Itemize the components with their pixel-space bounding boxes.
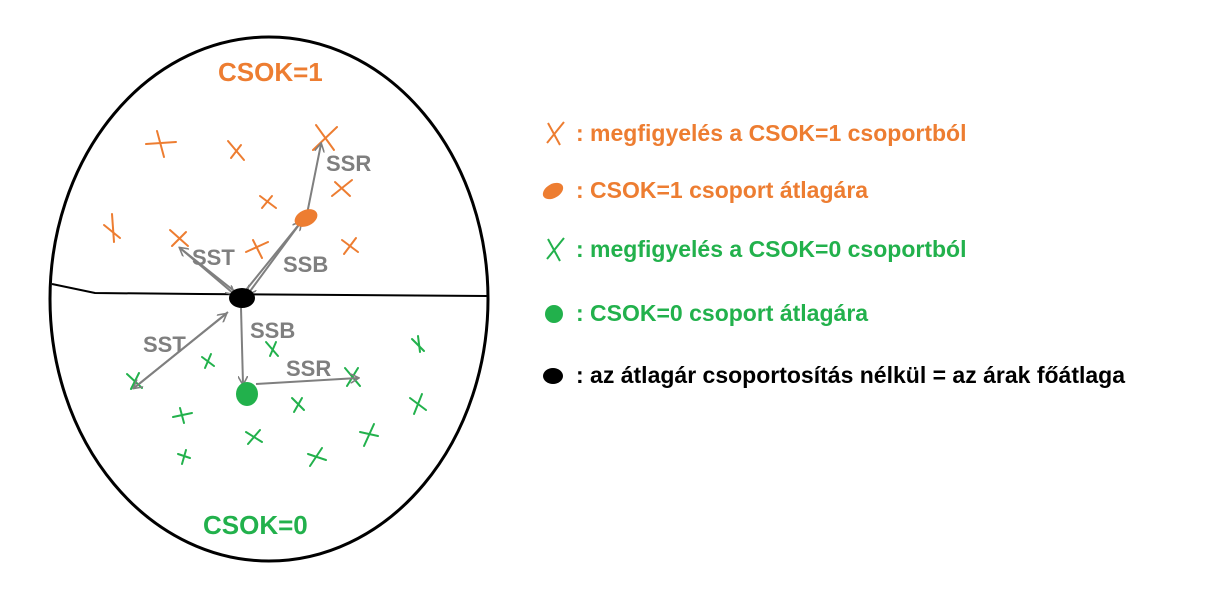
csok0-observations xyxy=(126,335,427,467)
green-cross-icon xyxy=(344,367,361,387)
sst-top-return xyxy=(179,247,234,294)
black-blob-icon xyxy=(229,288,255,308)
legend-item-csok0-observation: : megfigyelés a CSOK=0 csoportból xyxy=(540,234,966,264)
csok0-mean xyxy=(236,382,258,406)
sst-bottom-label: SST xyxy=(143,332,186,357)
orange-cross-icon xyxy=(245,239,269,259)
group-top-label: CSOK=1 xyxy=(218,57,323,87)
group-divider-line xyxy=(51,283,488,297)
legend-label: : az átlagár csoportosítás nélkül = az á… xyxy=(576,361,1126,388)
orange-cross-icon xyxy=(331,179,353,197)
grand-mean xyxy=(229,288,255,308)
ssr-bottom-label: SSR xyxy=(286,356,331,381)
green-cross-icon xyxy=(245,429,263,445)
orange-blob-icon xyxy=(294,209,318,227)
legend-item-csok0-mean: : CSOK=0 csoport átlagára xyxy=(540,298,868,328)
ssr-top-arrow xyxy=(306,144,321,215)
green-cross-icon xyxy=(411,335,425,353)
legend-item-csok1-mean: : CSOK=1 csoport átlagára xyxy=(540,175,868,205)
legend-label: : megfigyelés a CSOK=1 csoportból xyxy=(576,119,967,146)
green-cross-icon xyxy=(177,449,191,465)
group-bottom-label: CSOK=0 xyxy=(203,510,308,540)
green-cross-icon xyxy=(291,397,305,413)
mean-back-arrow xyxy=(248,221,302,294)
green-cross-icon xyxy=(546,237,565,262)
ssb-top-label: SSB xyxy=(283,252,328,277)
orange-cross-icon xyxy=(103,213,121,243)
orange-blob-icon xyxy=(542,182,564,200)
ssr-top-label: SSR xyxy=(326,151,371,176)
legend-label: : CSOK=0 csoport átlagára xyxy=(576,299,869,326)
legend-item-csok1-observation: : megfigyelés a CSOK=1 csoportból xyxy=(540,118,966,148)
legend-item-grand-mean: : az átlagár csoportosítás nélkül = az á… xyxy=(540,360,1125,390)
green-blob-icon xyxy=(545,305,563,323)
orange-cross-icon xyxy=(312,124,338,151)
black-blob-icon xyxy=(543,368,563,384)
legend-label: : megfigyelés a CSOK=0 csoportból xyxy=(576,235,967,262)
ssr-bottom-arrow xyxy=(255,378,358,385)
green-cross-icon xyxy=(201,353,215,369)
orange-cross-icon xyxy=(227,140,245,161)
orange-cross-icon xyxy=(145,130,177,158)
orange-cross-icon xyxy=(169,229,189,247)
sst-top-label: SST xyxy=(192,245,235,270)
deviation-arrows xyxy=(134,144,358,388)
ssb-bottom-arrow xyxy=(241,307,243,384)
green-cross-icon xyxy=(307,447,327,467)
population-ellipse xyxy=(48,35,490,563)
green-cross-icon xyxy=(265,341,279,357)
orange-cross-icon xyxy=(259,195,277,209)
green-cross-icon xyxy=(172,407,193,424)
orange-cross-icon xyxy=(546,121,565,146)
orange-cross-icon xyxy=(341,237,359,255)
legend-label: : CSOK=1 csoport átlagára xyxy=(576,176,869,203)
csok1-mean xyxy=(294,209,318,227)
green-cross-icon xyxy=(359,423,379,447)
legend: : megfigyelés a CSOK=1 csoportból : CSOK… xyxy=(540,0,1219,604)
green-blob-icon xyxy=(236,382,258,406)
green-cross-icon xyxy=(409,393,427,415)
ssb-bottom-label: SSB xyxy=(250,318,295,343)
sst-bottom-return xyxy=(133,314,226,389)
